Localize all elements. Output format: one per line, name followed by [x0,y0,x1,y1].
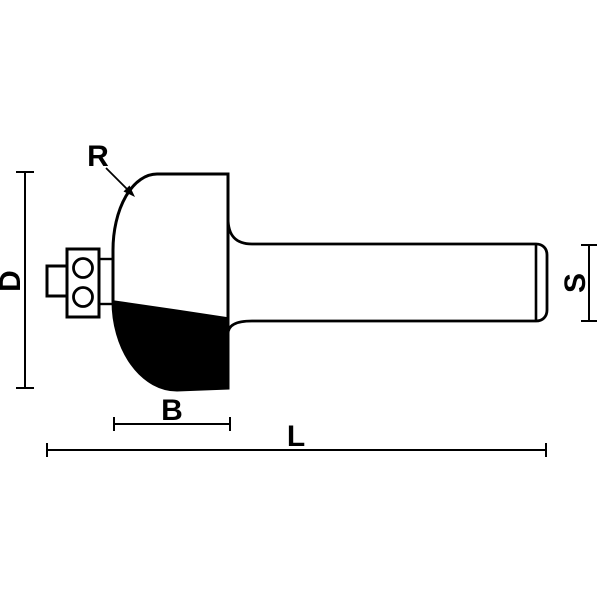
dimension-line-l [46,443,547,457]
label-cutting-length: B [161,394,183,427]
dimension-line-d [16,171,34,389]
label-radius: R [87,140,109,173]
dimension-line-b [113,417,231,431]
radius-leader-arrow [105,167,135,197]
label-diameter: D [0,267,27,295]
dimension-line-s [581,244,597,322]
bearing-ball-bottom [72,286,94,308]
bearing-screw-head [45,264,69,298]
bearing-ball-top [72,257,94,279]
cutting-edge-fill [112,300,229,391]
shank-outline [226,217,549,335]
label-overall-length: L [286,420,306,453]
label-shank-diameter: S [559,273,592,294]
